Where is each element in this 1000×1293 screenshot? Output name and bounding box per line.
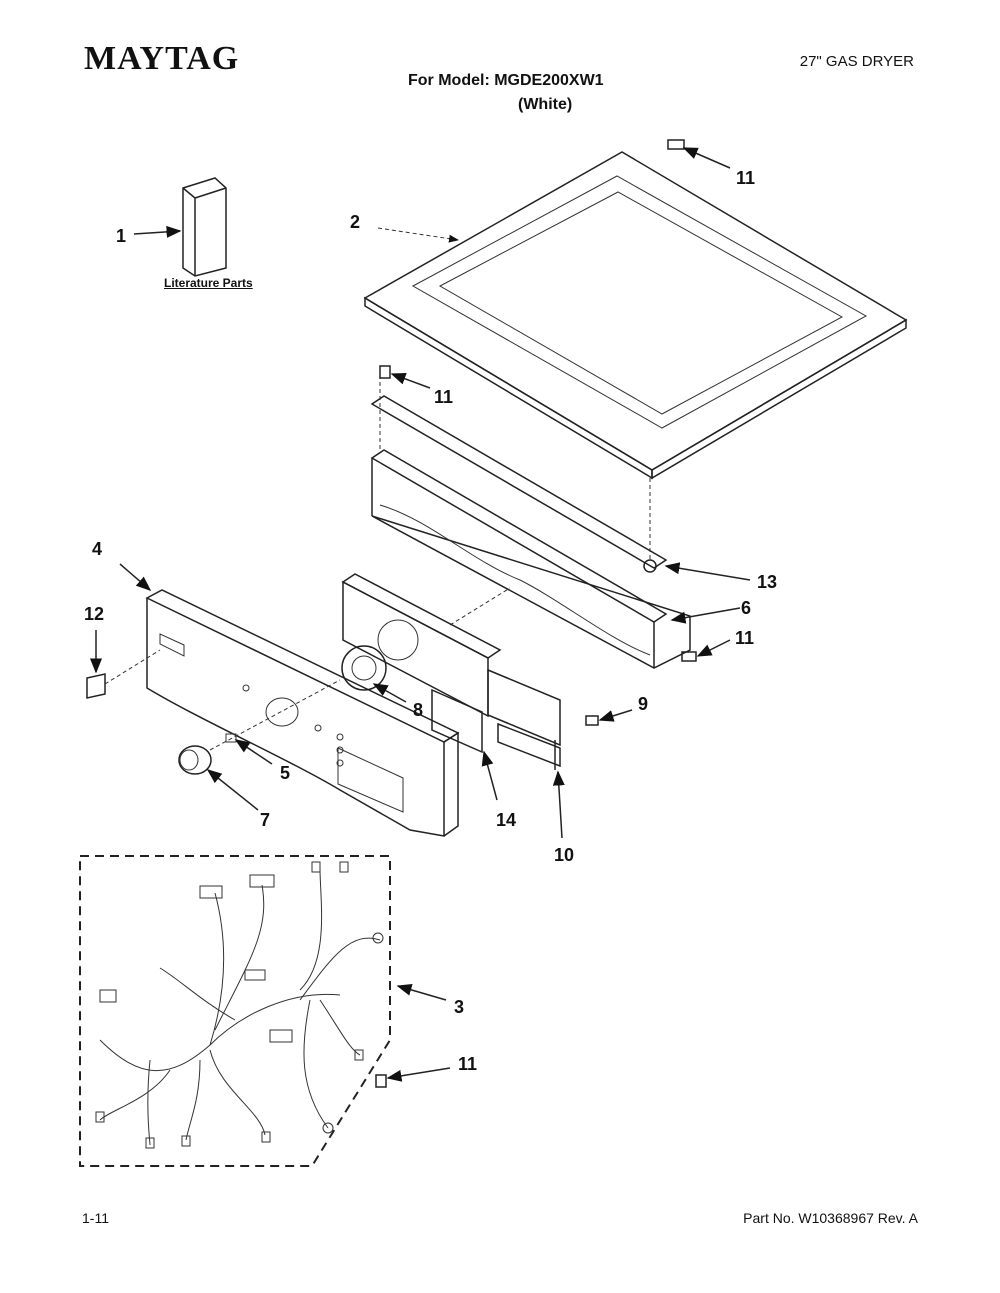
badge — [86, 649, 161, 699]
literature-parts-caption: Literature Parts — [164, 276, 253, 290]
callout-2: 2 — [350, 212, 360, 232]
knob-assembly — [178, 645, 387, 775]
top-panel — [363, 151, 908, 480]
callout-11-bracket: 11 — [434, 387, 453, 407]
model-line: For Model: MGDE200XW1 — [408, 72, 604, 89]
color-line: (White) — [518, 96, 573, 113]
console-panel — [145, 589, 460, 837]
part-number: Part No. W10368967 Rev. A — [743, 1210, 918, 1226]
callout-4: 4 — [92, 539, 102, 559]
callout-7: 7 — [260, 810, 270, 830]
callout-9: 9 — [638, 694, 648, 714]
callout-12: 12 — [84, 604, 104, 624]
callout-11-top: 11 — [736, 168, 755, 188]
callout-14: 14 — [496, 810, 516, 830]
callout-1: 1 — [116, 226, 126, 246]
literature-booklet — [182, 177, 227, 277]
callout-11-side: 11 — [735, 628, 754, 648]
callout-6: 6 — [741, 598, 751, 618]
console-bracket — [370, 375, 691, 669]
product-type: 27" GAS DRYER — [799, 53, 914, 70]
callout-10: 10 — [554, 845, 574, 865]
callout-5: 5 — [280, 763, 290, 783]
callout-11-harness: 11 — [458, 1054, 477, 1074]
wiring-harness — [79, 855, 391, 1167]
callout-8: 8 — [413, 700, 423, 720]
screws — [375, 139, 697, 1088]
callout-3: 3 — [454, 997, 464, 1017]
brand-logo: MAYTAG — [84, 40, 240, 77]
callout-labels: 1 2 11 11 4 12 13 6 11 8 9 5 7 14 10 3 1… — [84, 168, 777, 1074]
page-number: 1-11 — [82, 1210, 109, 1226]
leader-lines — [90, 147, 751, 1082]
callout-13: 13 — [757, 572, 777, 592]
